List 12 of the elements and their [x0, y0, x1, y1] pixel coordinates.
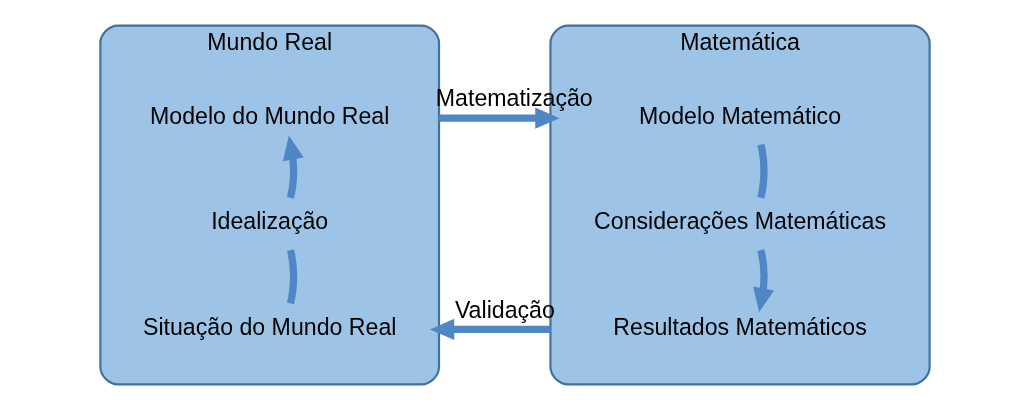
connector — [757, 143, 768, 199]
node-text: Situação do Mundo Real — [142, 313, 397, 340]
node-text: Resultados Matemáticos — [613, 313, 867, 340]
node-text: Idealização — [211, 208, 329, 235]
arrow — [753, 249, 775, 313]
node-text: Considerações Matemáticas — [594, 208, 887, 235]
arrow — [439, 107, 560, 129]
node-text: Modelo Matemático — [639, 102, 842, 129]
node-text: Modelo do Mundo Real — [150, 102, 390, 129]
connector — [286, 249, 298, 305]
arrow — [430, 318, 551, 341]
arrow — [282, 135, 304, 199]
